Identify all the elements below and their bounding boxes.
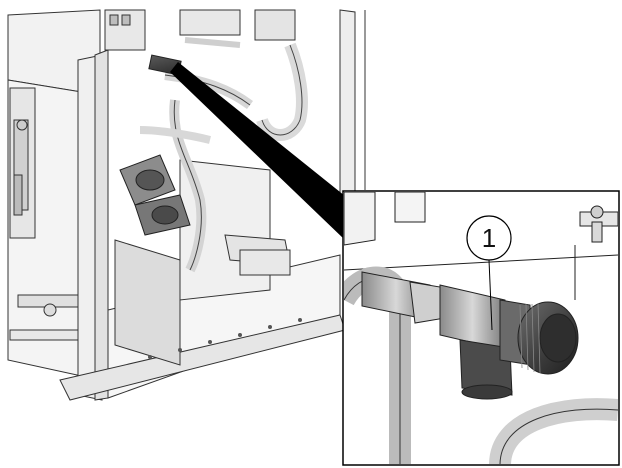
callout-1: 1	[466, 215, 512, 331]
callout-number: 1	[482, 223, 496, 253]
pump-assembly	[119, 54, 191, 236]
detail-panel: 1	[342, 190, 620, 466]
tray-screws	[148, 318, 302, 359]
magnifier-leader	[170, 62, 350, 240]
